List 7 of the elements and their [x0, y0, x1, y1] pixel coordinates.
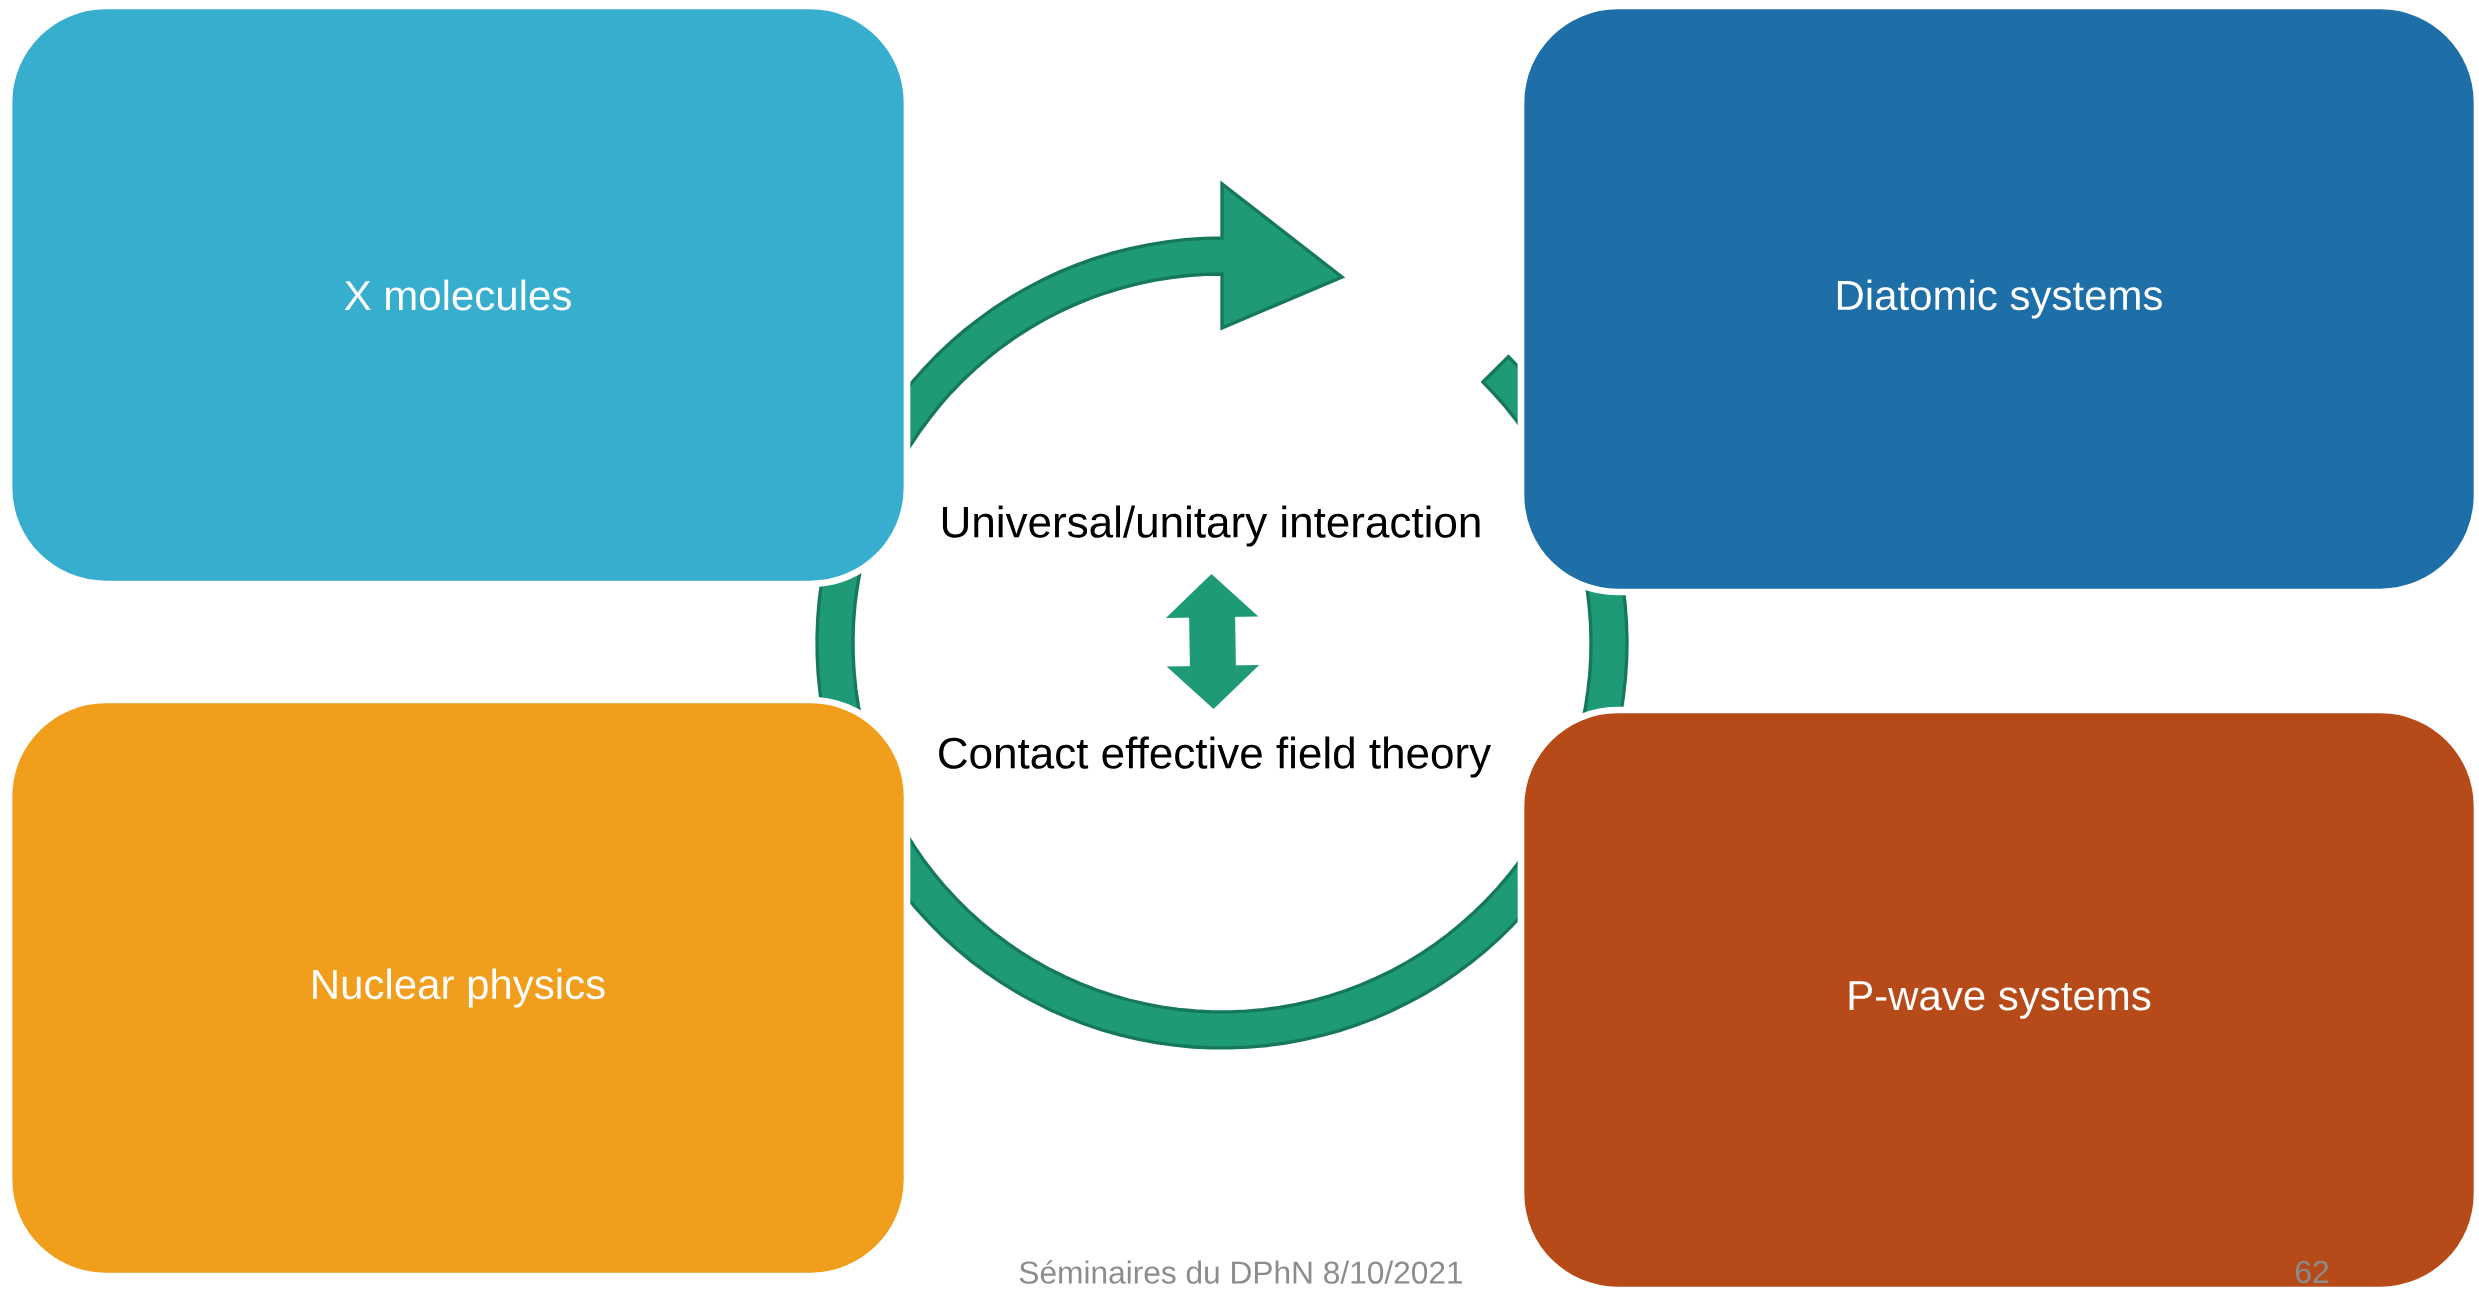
page-number: 62 [2296, 1260, 2329, 1284]
footer-text: Séminaires du DPhN 8/10/2021 [1019, 1260, 1463, 1284]
center-text: Contact effective field theory [939, 736, 1492, 778]
rounded-box: X molecules [5, 2, 911, 588]
rounded-box: Diatomic systems [1517, 2, 2479, 596]
center-text: Universal/unitary interaction [942, 505, 1480, 547]
rounded-box: Nuclear physics [5, 696, 911, 1280]
